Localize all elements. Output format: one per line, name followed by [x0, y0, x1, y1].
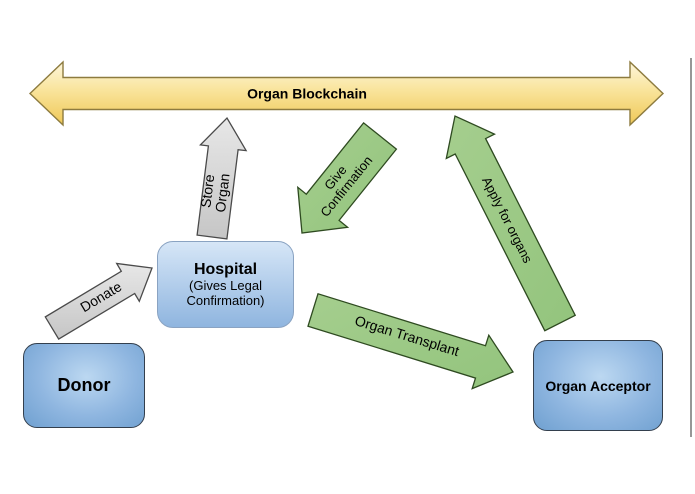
organ-acceptor-label: Organ Acceptor	[545, 377, 651, 394]
store-organ-arrow-icon	[196, 116, 248, 240]
hospital-node: Hospital (Gives Legal Confirmation)	[157, 241, 294, 328]
give-confirmation-arrow-icon	[297, 121, 398, 234]
store-organ-label: Store Organ	[197, 171, 232, 214]
blockchain-double-arrow-icon	[28, 60, 665, 127]
hospital-subtitle: (Gives Legal Confirmation)	[186, 277, 265, 308]
blockchain-label: Organ Blockchain	[247, 85, 367, 102]
hospital-title: Hospital	[193, 260, 258, 278]
donor-label: Donor	[57, 375, 111, 395]
donor-node: Donor	[23, 343, 145, 428]
organ-acceptor-node: Organ Acceptor	[533, 340, 663, 431]
organ-transplant-arrow-icon	[307, 292, 514, 390]
apply-for-organs-arrow-icon	[445, 115, 577, 332]
donate-arrow-icon	[44, 262, 153, 340]
